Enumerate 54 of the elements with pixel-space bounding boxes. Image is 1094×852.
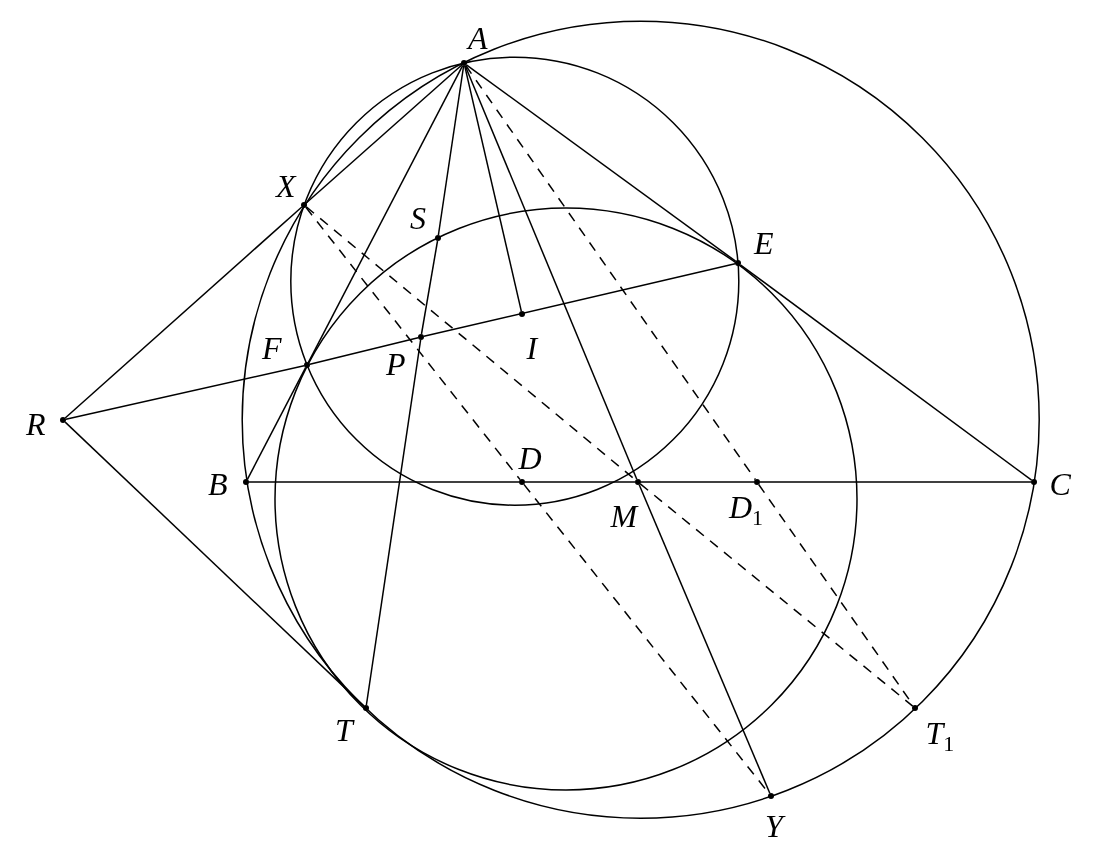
point-label: X [276,170,296,202]
point-dot [243,479,249,485]
line-segment [420,240,439,335]
point-dot [519,479,525,485]
point-dot [519,311,525,317]
point-dot [754,479,760,485]
point-label: M [610,500,638,532]
line-segment [759,481,1032,483]
line-segment [305,64,463,204]
point-dot [60,417,66,423]
point-dot [912,705,918,711]
point-label: R [26,408,46,440]
point-dot [304,362,310,368]
dashed-line [639,483,914,707]
line-segment [64,421,365,707]
line-segment [307,64,464,364]
point-label: D$_{1}$ [729,490,764,532]
point-dot [418,334,424,340]
point-dot [768,793,774,799]
point-label: T$_{1}$ [925,716,955,758]
line-segment [739,264,1033,481]
line-segment [248,481,520,483]
point-label: F [262,332,282,364]
point-label: S [410,202,426,234]
point-dot [735,260,741,266]
point-label: B [208,468,228,500]
line-segment [463,65,523,312]
line-segment [64,206,303,419]
line-segment [640,481,755,483]
line-segment [309,336,419,366]
point-dot [363,705,369,711]
point-label: C [1049,468,1071,500]
point-label: I [526,332,538,364]
point-label: A [468,22,488,54]
point-label: D [518,442,542,474]
line-segment [246,366,307,481]
point-dot [635,479,641,485]
line-segment [365,339,422,706]
point-dot [301,202,307,208]
line-segment [65,364,305,421]
point-dot [1031,479,1037,485]
line-segment [465,64,737,262]
dashed-line [305,206,521,481]
line-segment [638,484,771,794]
point-dot [461,60,467,66]
point-dot [435,235,441,241]
point-label: P [386,348,406,380]
point-label: E [754,227,774,259]
line-segment [423,262,736,338]
line-segment [464,65,638,480]
line-segment [524,481,636,483]
dashed-line [464,64,757,481]
point-label: T [335,714,353,746]
line-segment [437,65,465,236]
